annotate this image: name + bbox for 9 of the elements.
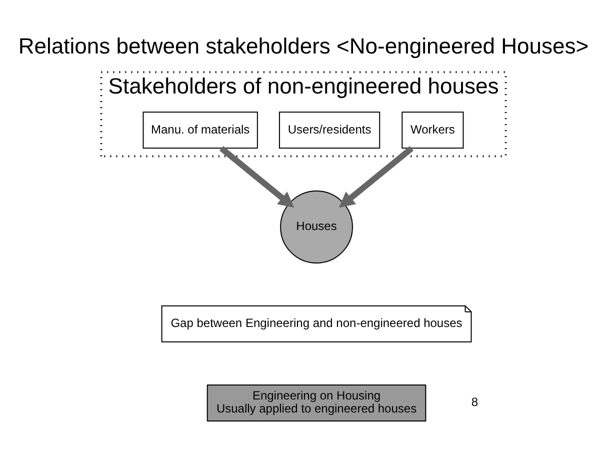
arrow (338, 146, 414, 208)
node-box: Manu. of materials (142, 112, 258, 149)
node-box: Workers (402, 112, 464, 149)
node-box: Users/residents (278, 112, 380, 149)
node-box: Engineering on Housing Usually applied to engineered houses (206, 384, 426, 422)
arrow (219, 146, 294, 208)
label: 8 (471, 395, 478, 410)
diagram-title: Relations between stakeholders <No-engineered Houses> (18, 34, 589, 59)
node-circle: Houses (280, 190, 353, 264)
